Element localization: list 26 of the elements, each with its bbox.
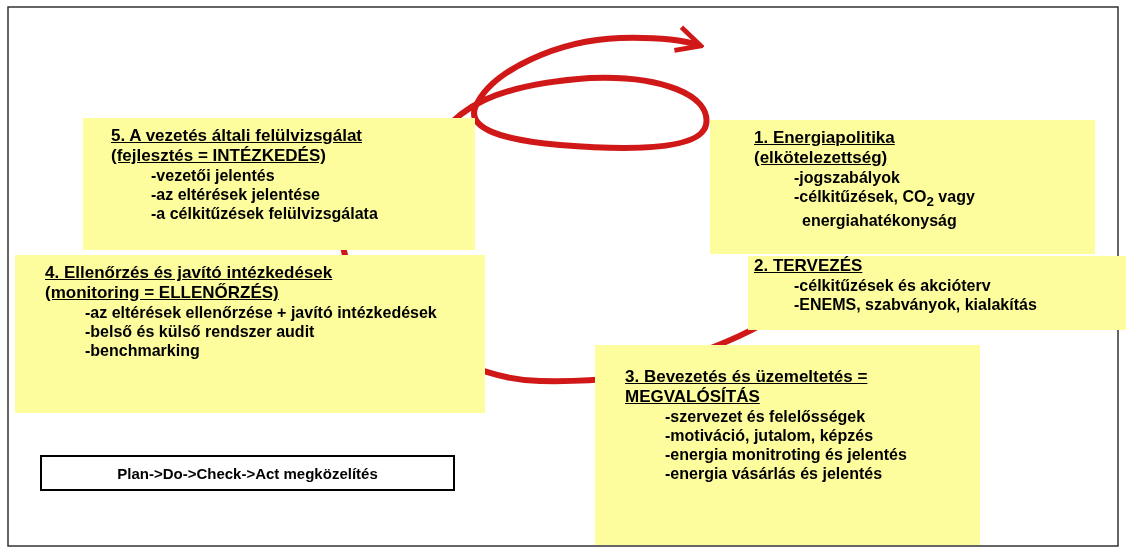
list-item: -energia vásárlás és jelentés — [664, 464, 884, 483]
note-box — [595, 345, 980, 545]
box-heading: 4. Ellenőrzés és javító intézkedések (monitoring = ELLENŐRZÉS) — [45, 263, 334, 303]
caption-text: Plan->Do->Check->Act megközelítés — [117, 464, 378, 482]
box-heading: 3. Bevezetés és üzemeltetés = MEGVALÓSÍTÁS — [625, 367, 869, 407]
list-item: -energia monitroting és jelentés — [664, 445, 908, 464]
list-item: -benchmarking — [84, 341, 201, 360]
box-heading: 5. A vezetés általi felülvizsgálat (fejlesztés = INTÉZKEDÉS) — [111, 126, 363, 166]
list-item: -motiváció, jutalom, képzés — [664, 426, 875, 445]
list-item: -a célkitűzések felülvizsgálata — [150, 204, 379, 223]
box-heading: 2. TERVEZÉS — [754, 256, 863, 276]
list-item: -célkitűzések és akcióterv — [793, 276, 992, 295]
list-item: -az eltérések ellenőrzése + javító intézkedések — [84, 303, 438, 322]
list-item: -célkitűzések, CO$_{2}$ vagy energiahatékonyság — [793, 187, 976, 231]
note-box — [748, 256, 1126, 330]
note-box — [83, 118, 475, 250]
list-item: -jogszabályok — [793, 168, 901, 187]
caption-box — [40, 455, 455, 491]
list-item: -vezetői jelentés — [150, 166, 276, 185]
list-item: -belső és külső rendszer audit — [84, 322, 316, 341]
box-heading: 1. Energiapolitika (elkötelezettség) — [754, 128, 896, 168]
list-item: -ENEMS, szabványok, kialakítás — [793, 295, 1038, 314]
list-item: -az eltérések jelentése — [150, 185, 321, 204]
note-box — [15, 255, 485, 413]
list-item: -szervezet és felelősségek — [664, 407, 867, 426]
note-box — [710, 120, 1095, 254]
